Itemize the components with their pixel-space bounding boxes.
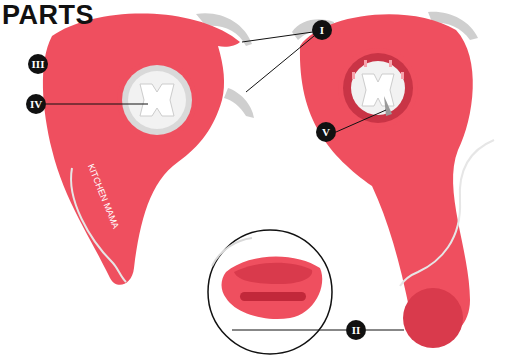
- lower-jaw: [224, 88, 254, 118]
- grip-pins: [352, 60, 404, 79]
- callout-number: II: [352, 325, 361, 336]
- left-ring: [117, 60, 197, 140]
- callout-number: V: [322, 127, 330, 138]
- grip-pad: [403, 288, 463, 348]
- handle-stripe: [400, 140, 494, 286]
- right-inner-ring: [343, 53, 413, 123]
- right-grip-center: [351, 61, 405, 115]
- blade: [384, 96, 392, 116]
- right-ring: [338, 48, 418, 128]
- section-inset: [208, 230, 332, 354]
- left-opener: [43, 13, 254, 285]
- grip-teeth: [140, 84, 174, 116]
- grip-teeth: [362, 74, 394, 106]
- left-handle-body: [43, 13, 240, 284]
- callout-discs: [26, 20, 366, 340]
- callout-number: IV: [30, 99, 42, 110]
- callout-number: III: [32, 59, 45, 70]
- title: PARTS: [2, 0, 94, 31]
- left-grip-ring: [122, 65, 192, 135]
- leader-lines: [46, 32, 404, 330]
- left-grip-center: [128, 71, 186, 129]
- callout-number: I: [320, 25, 324, 36]
